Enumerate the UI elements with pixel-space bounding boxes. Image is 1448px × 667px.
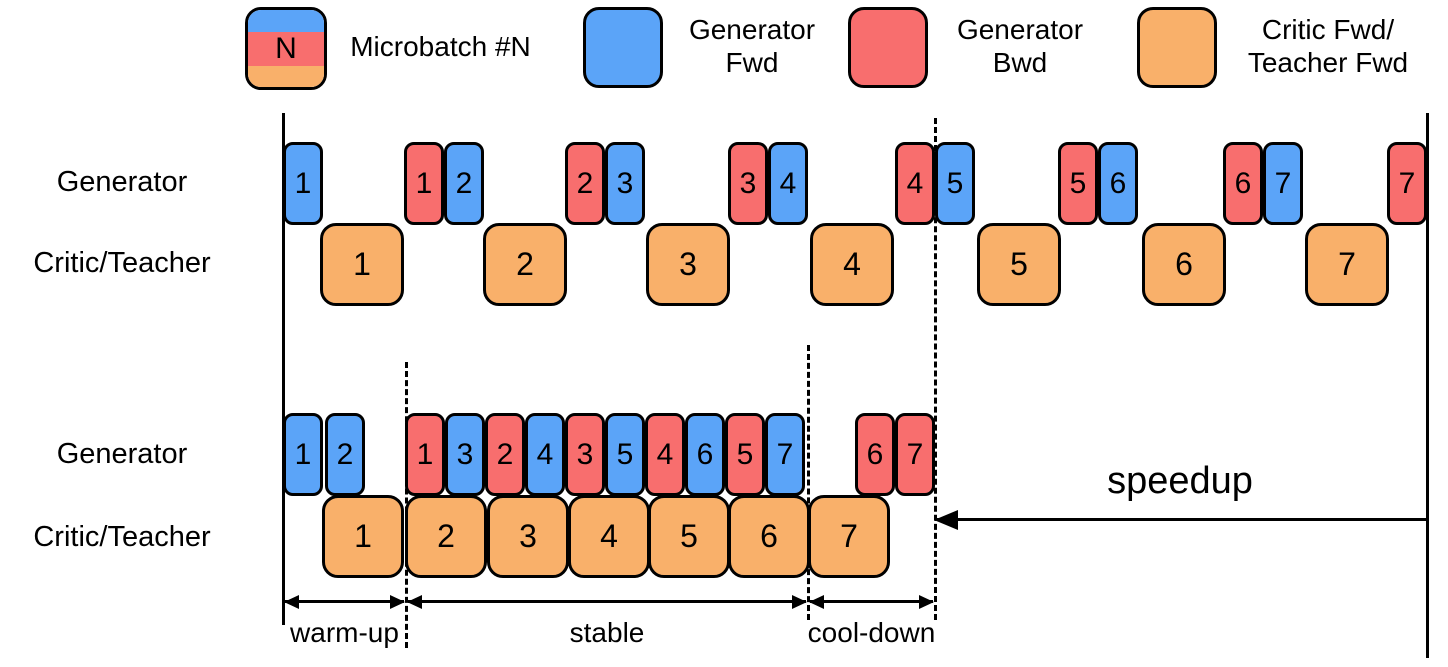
legend-microbatch-swatch: N [245,7,327,90]
microbatch-box-naive-bwd-5: 5 [1058,142,1098,225]
microbatch-box-pipelined-fwd-3: 3 [445,413,485,496]
microbatch-box-pipelined-critic-5: 5 [648,495,730,578]
microbatch-swatch-bwd-stripe: N [248,31,324,66]
microbatch-swatch-critic-stripe [248,65,324,87]
microbatch-box-naive-fwd-3: 3 [605,142,645,225]
legend-critic-fwd-label: Critic Fwd/ Teacher Fwd [1247,14,1409,78]
microbatch-box-pipelined-fwd-4: 4 [525,413,565,496]
microbatch-box-naive-bwd-4: 4 [895,142,935,225]
microbatch-box-pipelined-critic-1: 1 [322,495,404,578]
microbatch-box-naive-bwd-3: 3 [728,142,768,225]
microbatch-box-naive-critic-7: 7 [1305,223,1389,306]
microbatch-box-naive-bwd-6: 6 [1223,142,1263,225]
row-label-critic-pipelined: Critic/Teacher [33,521,211,553]
legend-critic-fwd-swatch [1137,7,1217,88]
legend-generator-bwd-label: Generator Bwd [956,14,1084,78]
legend-microbatch-label: Microbatch #N [350,31,531,62]
row-label-generator-naive: Generator [56,166,188,198]
microbatch-box-naive-fwd-7: 7 [1263,142,1303,225]
timeline-boundary-line-1 [1426,113,1429,658]
microbatch-box-pipelined-critic-3: 3 [487,495,569,578]
microbatch-box-pipelined-critic-4: 4 [568,495,650,578]
phase-label-cool-down: cool-down [807,617,936,648]
timeline-boundary-line-0 [282,113,285,625]
microbatch-box-naive-fwd-1: 1 [283,142,323,225]
microbatch-box-naive-critic-1: 1 [320,223,404,306]
microbatch-box-pipelined-fwd-6: 6 [685,413,725,496]
microbatch-box-naive-critic-5: 5 [977,223,1061,306]
microbatch-box-naive-critic-4: 4 [810,223,894,306]
phase-extent-arrow-warm-up [284,594,405,609]
microbatch-box-naive-bwd-2: 2 [565,142,605,225]
microbatch-swatch-fwd-stripe [248,10,324,32]
speedup-label: speedup [1107,460,1253,502]
phase-extent-arrow-stable [407,594,807,609]
microbatch-box-pipelined-fwd-2: 2 [325,413,365,496]
microbatch-box-pipelined-critic-7: 7 [808,495,890,578]
microbatch-box-pipelined-fwd-5: 5 [605,413,645,496]
microbatch-box-naive-fwd-6: 6 [1098,142,1138,225]
microbatch-box-pipelined-bwd-5: 5 [725,413,765,496]
microbatch-box-pipelined-bwd-2: 2 [485,413,525,496]
microbatch-box-naive-fwd-5: 5 [935,142,975,225]
microbatch-box-pipelined-fwd-1: 1 [283,413,323,496]
microbatch-box-naive-fwd-4: 4 [768,142,808,225]
microbatch-box-pipelined-fwd-7: 7 [765,413,805,496]
legend-generator-fwd-label: Generator Fwd [688,14,816,78]
phase-boundary-dashed-line-2 [934,118,937,620]
phase-extent-arrow-cool-down [809,594,934,609]
phase-boundary-dashed-line-1 [807,345,810,620]
microbatch-box-naive-bwd-7: 7 [1387,142,1427,225]
row-label-critic-naive: Critic/Teacher [33,247,211,279]
microbatch-box-naive-critic-2: 2 [483,223,567,306]
phase-label-warm-up: warm-up [290,617,399,648]
microbatch-box-pipelined-bwd-1: 1 [405,413,445,496]
microbatch-box-pipelined-bwd-3: 3 [565,413,605,496]
microbatch-box-pipelined-critic-6: 6 [728,495,810,578]
microbatch-box-pipelined-bwd-4: 4 [645,413,685,496]
microbatch-box-naive-critic-3: 3 [646,223,730,306]
legend-generator-fwd-swatch [583,7,663,88]
row-label-generator-pipelined: Generator [56,438,188,470]
microbatch-box-pipelined-bwd-6: 6 [855,413,895,496]
microbatch-box-pipelined-bwd-7: 7 [895,413,935,496]
legend-generator-bwd-swatch [848,7,928,88]
speedup-arrow [934,509,1427,530]
microbatch-box-naive-critic-6: 6 [1142,223,1226,306]
phase-label-stable: stable [569,617,645,648]
microbatch-box-naive-bwd-1: 1 [404,142,444,225]
microbatch-box-naive-fwd-2: 2 [444,142,484,225]
microbatch-box-pipelined-critic-2: 2 [405,495,487,578]
